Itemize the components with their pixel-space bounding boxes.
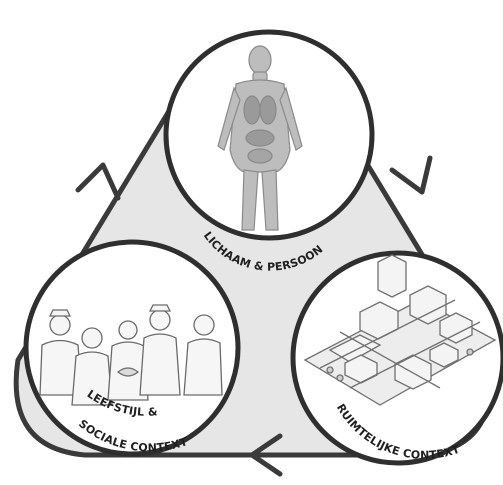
people-group-icon [39,304,223,406]
city-blocks-icon [303,254,497,406]
arrowhead-up-left-icon [75,162,121,201]
node-spatial-context: RUIMTELIJKE CONTEXT [290,250,503,466]
node-lifestyle-social: LEEFSTIJL & SOCIALE CONTEXT [23,239,241,457]
arrowhead-down-right-icon [389,155,433,195]
arrowhead-left-icon [249,433,283,477]
human-anatomy-icon [217,45,303,231]
